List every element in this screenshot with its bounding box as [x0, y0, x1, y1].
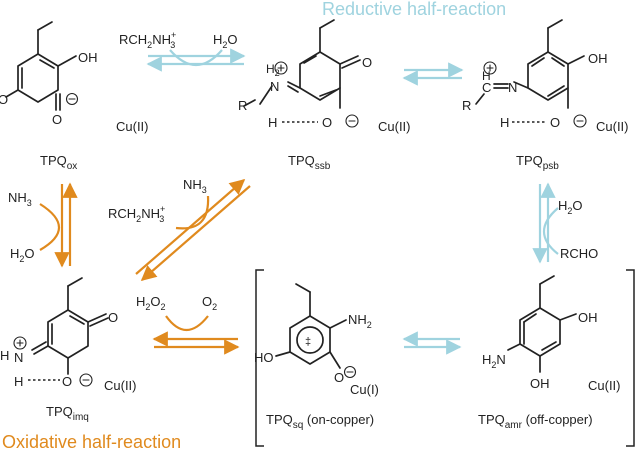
sq-radical-cation: ‡ [305, 336, 311, 348]
sq-ho: HO [254, 350, 274, 365]
water-top: H2O [213, 32, 238, 50]
psb-h: H [500, 115, 509, 130]
intermediate-bracket [255, 269, 635, 447]
water-right: H2O [558, 198, 583, 216]
ox-o-bottom: O [52, 112, 62, 127]
psb-h-top: H [482, 69, 491, 83]
water-left: H2O [10, 246, 35, 264]
o2-label: O2 [202, 294, 217, 312]
tpq-psb-structure: OH H C N R H O [462, 19, 608, 130]
ssb-h: H [268, 115, 277, 130]
tpq-imq-metal: Cu(II) [104, 378, 137, 393]
imq-o-bottom: O [62, 374, 72, 389]
reductive-title: Reductive half-reaction [322, 0, 506, 19]
sq-nh2: NH2 [348, 312, 372, 330]
psb-o-bottom: O [550, 115, 560, 130]
tpq-ssb-metal: Cu(II) [378, 119, 411, 134]
psb-n: N [508, 80, 517, 95]
ssb-r: R [238, 98, 247, 113]
amine-top: RCH2NH+3 [119, 30, 176, 50]
nh3-left: NH3 [8, 190, 32, 208]
tpq-sq-label: TPQsq (on-copper) [266, 412, 374, 431]
tpq-amr-metal: Cu(II) [588, 378, 621, 393]
equilibrium-ssb-psb [402, 62, 464, 86]
tpq-ox-structure: OH O O [0, 21, 98, 127]
oxidative-title: Oxidative half-reaction [2, 432, 181, 452]
equilibrium-ox-ssb [146, 48, 246, 72]
ssb-o-bottom: O [322, 115, 332, 130]
amr-h2n: H2N [482, 352, 506, 370]
tpq-sq-metal: Cu(I) [350, 382, 379, 397]
ssb-h2: H2 [266, 62, 280, 78]
imq-n: N [14, 350, 23, 365]
ssb-n: N [270, 79, 279, 94]
psb-r: R [462, 98, 471, 113]
sq-o: O [334, 370, 344, 385]
h2o2-label: H2O2 [136, 294, 166, 312]
tpq-psb-metal: Cu(II) [596, 119, 629, 134]
ox-oh-label: OH [78, 50, 98, 65]
psb-c: C [482, 80, 491, 95]
amine-mid: RCH2NH+3 [108, 204, 165, 224]
tpq-ox-metal: Cu(II) [116, 119, 149, 134]
tpq-amr-structure: OH H2N OH [482, 275, 598, 391]
equilibrium-ox-imq [39, 182, 78, 268]
tpq-ssb-label: TPQssb [288, 153, 331, 172]
psb-oh: OH [588, 51, 608, 66]
tpq-amr-label: TPQamr (off-copper) [478, 412, 593, 431]
tpq-imq-label: TPQimq [46, 404, 89, 423]
rcho-label: RCHO [560, 246, 598, 261]
amr-oh-bottom: OH [530, 376, 550, 391]
tpq-ox-sub: ox [67, 161, 78, 172]
tpq-sq-structure: ‡ NH2 HO O [254, 283, 372, 385]
amr-oh-top: OH [578, 310, 598, 325]
nh3-mid: NH3 [183, 177, 207, 195]
tpq-ssb-structure: O H2 N R H O [238, 19, 372, 130]
tpq-psb-label: TPQpsb [516, 153, 559, 172]
equilibrium-imq-sq [152, 315, 240, 355]
equilibrium-sq-amr [402, 331, 462, 355]
tpq-imq-structure: O H N H O [0, 277, 118, 389]
ox-o-left: O [0, 92, 8, 107]
equilibrium-imq-ssb [135, 178, 251, 282]
equilibrium-psb-amr [532, 182, 559, 264]
ssb-o-right: O [362, 55, 372, 70]
imq-o-right: O [108, 310, 118, 325]
tpq-ox-base: TPQ [40, 153, 67, 168]
imq-h-bottom: H [14, 374, 23, 389]
tpq-ox-label: TPQox [40, 153, 77, 172]
imq-h-top: H [0, 348, 9, 363]
